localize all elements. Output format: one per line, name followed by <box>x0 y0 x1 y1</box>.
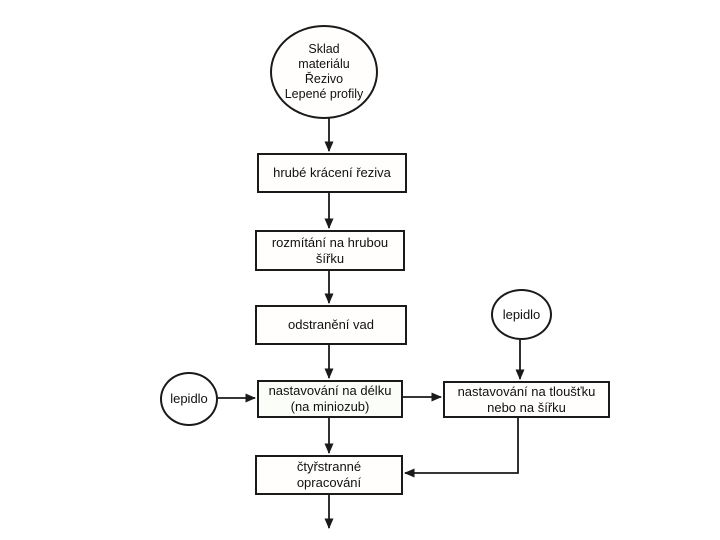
node-length-jointing: nastavování na délku (na miniozub) <box>257 380 403 418</box>
node-label: Řezivo <box>304 72 344 86</box>
node-label: čtyřstranné <box>296 459 362 474</box>
node-label: Lepené profily <box>284 87 364 101</box>
node-label: hrubé krácení řeziva <box>273 165 391 180</box>
node-glue-left: lepidlo <box>160 372 218 426</box>
node-label: lepidlo <box>170 391 208 406</box>
node-ripping: rozmítání na hrubou šířku <box>255 230 405 271</box>
node-glue-right: lepidlo <box>491 289 552 340</box>
node-label: šířku <box>315 250 345 266</box>
node-label: (na miniozub) <box>290 399 370 414</box>
node-label: Sklad <box>308 42 340 56</box>
node-label: odstranění vad <box>287 317 374 332</box>
node-label: lepidlo <box>502 306 541 322</box>
node-label: opracování <box>296 475 362 490</box>
node-label: nastavování na tloušťku <box>457 383 596 399</box>
node-label: nastavování na délku <box>268 383 392 398</box>
node-defect-removal: odstranění vad <box>255 305 407 345</box>
node-label: nebo na šířku <box>487 399 566 415</box>
node-label: rozmítání na hrubou <box>271 234 389 250</box>
node-four-side-machining: čtyřstranné opracování <box>255 455 403 495</box>
node-rough-crosscut: hrubé krácení řeziva <box>257 153 407 193</box>
node-label: materiálu <box>298 57 350 71</box>
node-material-storage: Sklad materiálu Řezivo Lepené profily <box>270 25 378 119</box>
arrow-thickness-to-fourside <box>404 418 519 478</box>
node-thickness-jointing: nastavování na tloušťku nebo na šířku <box>443 381 610 418</box>
